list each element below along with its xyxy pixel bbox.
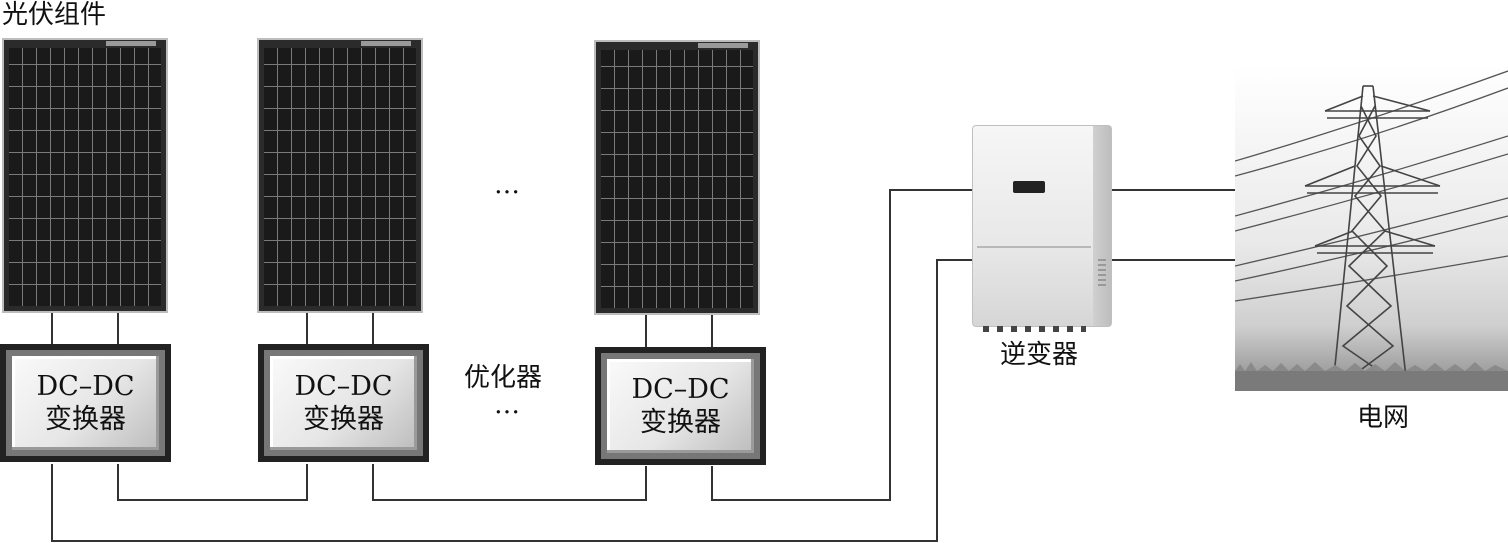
ellipsis-converters: …: [494, 390, 520, 420]
transmission-tower-icon: [1235, 66, 1508, 391]
solar-panel-icon: [594, 40, 760, 315]
series-wire: [117, 464, 308, 501]
series-wire: [372, 464, 647, 501]
solar-panel-icon: [257, 38, 423, 313]
inverter-icon: [972, 125, 1112, 332]
converter-title: DC–DC: [36, 371, 135, 402]
solar-panel-icon: [2, 38, 168, 313]
pv-modules-label: 光伏组件: [2, 0, 107, 30]
converter-subtitle: 变换器: [640, 407, 721, 438]
dc-negative-wire: [51, 259, 972, 542]
ellipsis-panels: …: [494, 170, 520, 200]
grid-label: 电网: [1357, 403, 1410, 433]
converter-title: DC–DC: [294, 371, 393, 402]
converter-subtitle: 变换器: [303, 404, 384, 435]
converter-title: DC–DC: [631, 374, 730, 405]
dc-positive-wire: [711, 189, 972, 501]
optimizer-label: 优化器: [464, 363, 543, 393]
inverter-label: 逆变器: [1000, 340, 1079, 370]
converter-subtitle: 变换器: [45, 404, 126, 435]
